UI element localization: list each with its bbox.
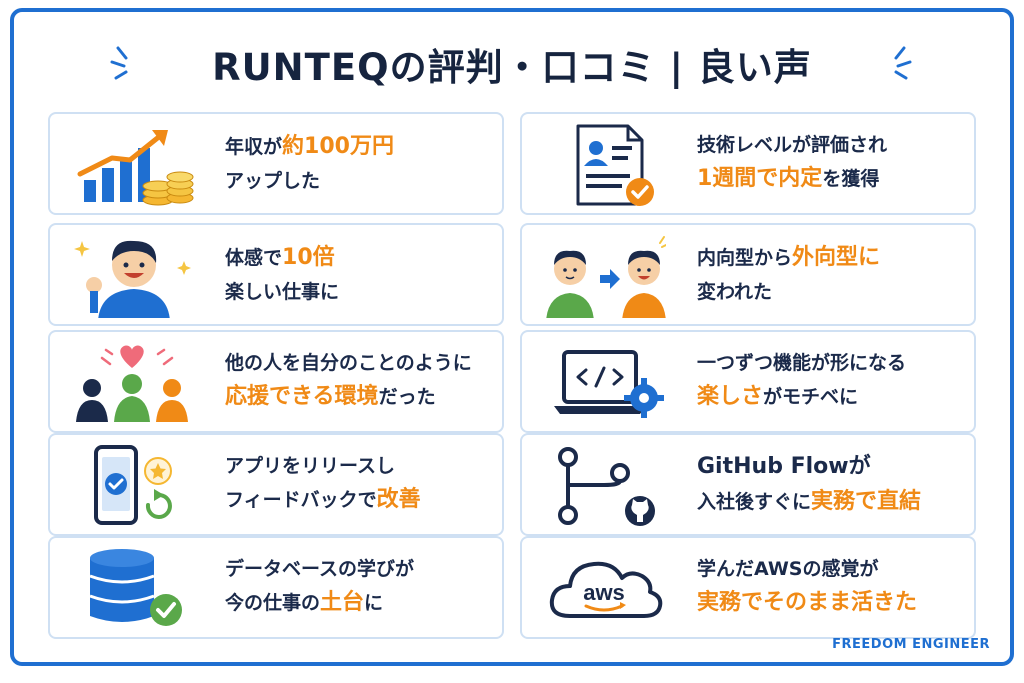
text-plain: 体感で <box>225 247 283 270</box>
text-plain: 変われた <box>697 280 773 303</box>
review-card-enjoyment: 体感で10倍 楽しい仕事に <box>48 223 504 326</box>
card-line-1: 一つずつ機能が形になる <box>697 352 906 375</box>
text-highlight: 実務でそのまま活きた <box>697 590 918 616</box>
text-plain: 他の人を自分のことのように <box>225 352 472 375</box>
text-plain: 内向型から <box>697 247 793 270</box>
card-line-2: 1週間で内定を獲得 <box>697 166 887 192</box>
card-line-1: アプリをリリースし <box>225 455 421 478</box>
review-card-github-flow: GitHub Flowが 入社後すぐに実務で直結 <box>520 433 976 536</box>
text-plain: フィードバックで <box>225 489 377 512</box>
growth-chart-coins-icon <box>72 122 194 207</box>
text-plain: 今の仕事の <box>225 592 321 615</box>
text-plain: アプリをリリースし <box>225 455 396 478</box>
text-highlight: 楽しさ <box>697 384 764 410</box>
card-line-2: 入社後すぐに実務で直結 <box>697 489 921 515</box>
text-plain: に <box>364 592 384 615</box>
review-card-salary: 年収が約100万円 アップした <box>48 112 504 215</box>
text-plain: を獲得 <box>822 168 880 191</box>
text-highlight: 応援できる環境 <box>225 384 379 410</box>
review-card-personality: 内向型から外向型に 変われた <box>520 223 976 326</box>
text-highlight: 1週間で内定 <box>697 166 823 192</box>
card-line-1: GitHub Flowが <box>697 454 921 480</box>
brand-footer: FREEDOM ENGINEER <box>832 637 990 652</box>
review-card-motivation: 一つずつ機能が形になる 楽しさがモチベに <box>520 330 976 433</box>
card-line-2: 変われた <box>697 281 880 304</box>
aws-logo-text: aws <box>583 580 625 605</box>
text-highlight: 実務で直結 <box>811 489 922 514</box>
review-card-database: データベースの学びが 今の仕事の土台に <box>48 536 504 639</box>
card-line-2: フィードバックで改善 <box>225 487 421 513</box>
text-plain: アップした <box>225 169 321 192</box>
text-plain: がモチベに <box>763 386 859 409</box>
database-check-icon <box>72 546 194 631</box>
text-plain: 技術レベルが評価され <box>697 134 888 157</box>
community-heart-icon <box>72 340 194 425</box>
text-highlight: 約100万円 <box>282 134 394 160</box>
card-line-1: データベースの学びが <box>225 558 414 581</box>
text-highlight: 外向型に <box>792 245 881 271</box>
review-card-aws: aws 学んだAWSの感覚が 実務でそのまま活きた <box>520 536 976 639</box>
text-highlight: 10倍 <box>282 245 335 271</box>
sparkle-right-icon <box>872 44 912 82</box>
card-line-2: 今の仕事の土台に <box>225 590 414 616</box>
text-plain: 学んだAWSの感覚が <box>697 558 879 581</box>
aws-cloud-icon: aws <box>544 546 666 631</box>
card-line-1: 体感で10倍 <box>225 245 339 271</box>
card-line-1: 技術レベルが評価され <box>697 134 887 157</box>
page-title: RUNTEQの評判・口コミ | 良い声 <box>212 46 812 89</box>
card-line-1: 年収が約100万円 <box>225 134 394 160</box>
review-card-community: 他の人を自分のことのように 応援できる環境だった <box>48 330 504 433</box>
text-plain: 一つずつ機能が形になる <box>697 352 907 375</box>
git-flow-icon <box>544 443 666 528</box>
review-card-job-offer: 技術レベルが評価され 1週間で内定を獲得 <box>520 112 976 215</box>
text-plain: データベースの学びが <box>225 558 415 581</box>
text-plain: 入社後すぐに <box>697 491 812 513</box>
card-line-2: 楽しい仕事に <box>225 281 339 304</box>
card-line-2: 楽しさがモチベに <box>697 384 906 410</box>
card-line-2: アップした <box>225 170 394 193</box>
card-line-2: 実務でそのまま活きた <box>697 590 917 616</box>
review-card-app-release: アプリをリリースし フィードバックで改善 <box>48 433 504 536</box>
text-highlight: 改善 <box>376 487 421 513</box>
person-transformation-icon <box>544 233 667 321</box>
card-line-1: 学んだAWSの感覚が <box>697 558 917 581</box>
laptop-code-gear-icon <box>544 340 666 425</box>
card-line-2: 応援できる環境だった <box>225 384 472 410</box>
happy-person-icon <box>72 233 194 321</box>
sparkle-left-icon <box>110 44 150 82</box>
text-plain: GitHub Flowが <box>697 453 871 479</box>
smartphone-release-icon <box>72 443 194 528</box>
text-plain: だった <box>378 386 436 409</box>
text-plain: 楽しい仕事に <box>225 280 340 303</box>
text-plain: 年収が <box>225 136 283 159</box>
text-highlight: 土台 <box>320 590 365 616</box>
card-line-1: 他の人を自分のことのように <box>225 352 472 375</box>
profile-document-check-icon <box>544 122 666 207</box>
card-line-1: 内向型から外向型に <box>697 245 880 271</box>
